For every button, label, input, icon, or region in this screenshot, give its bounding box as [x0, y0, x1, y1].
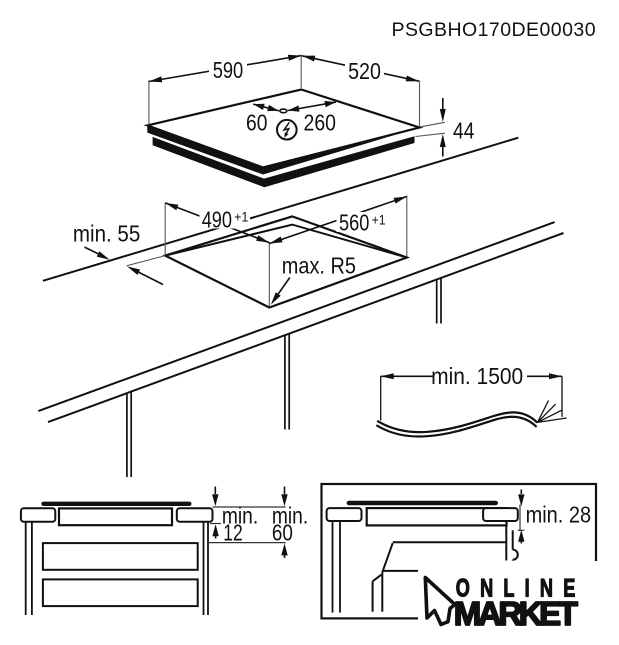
svg-text:min. 1500: min. 1500 [431, 363, 523, 389]
svg-text:PSGBHO170DE00030: PSGBHO170DE00030 [392, 19, 597, 41]
svg-text:60: 60 [272, 520, 293, 546]
svg-text:MARKET: MARKET [454, 595, 578, 632]
svg-text:590: 590 [213, 57, 244, 83]
svg-text:+1: +1 [234, 209, 248, 224]
svg-text:min. 55: min. 55 [73, 220, 140, 246]
svg-text:60: 60 [246, 110, 267, 136]
svg-text:min. 28: min. 28 [526, 502, 592, 528]
svg-text:min.: min. [272, 503, 308, 529]
svg-text:max. R5: max. R5 [282, 252, 356, 278]
svg-text:44: 44 [453, 118, 475, 144]
svg-text:ONLINE: ONLINE [456, 574, 586, 603]
svg-text:min.: min. [222, 503, 258, 529]
svg-text:490: 490 [202, 206, 232, 232]
svg-text:12: 12 [223, 520, 243, 546]
svg-text:560: 560 [339, 209, 369, 235]
svg-text:520: 520 [348, 58, 381, 84]
svg-text:+1: +1 [372, 213, 386, 228]
svg-text:260: 260 [304, 110, 337, 136]
